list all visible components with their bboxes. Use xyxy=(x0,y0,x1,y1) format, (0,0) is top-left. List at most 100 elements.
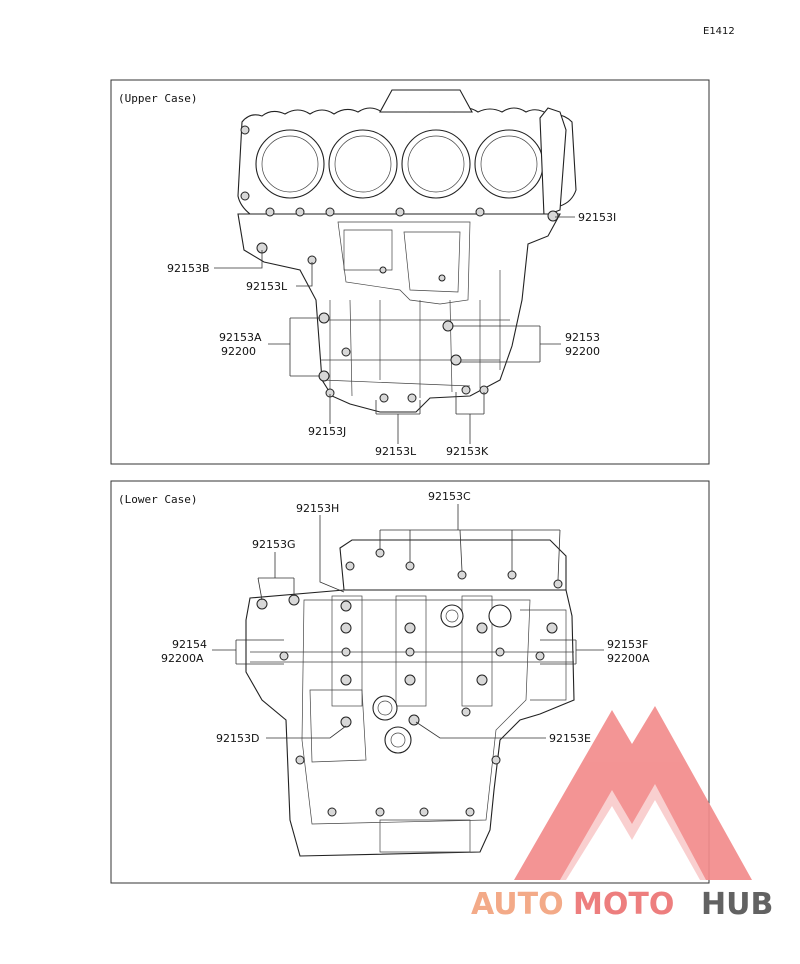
upper-case-panel: (Upper Case) xyxy=(110,79,710,465)
watermark-logo-icon xyxy=(514,706,752,880)
callout-92200-left: 92200 xyxy=(221,345,256,358)
bolt xyxy=(295,755,305,765)
bolt xyxy=(345,561,355,571)
bolt xyxy=(295,207,305,217)
bolt xyxy=(379,393,389,403)
lower-crankcase-drawing xyxy=(245,539,575,857)
lower-right-side xyxy=(520,609,567,701)
callout-92153K: 92153K xyxy=(446,445,489,458)
leader-92153G xyxy=(257,552,295,601)
bolt xyxy=(419,807,429,817)
bolt xyxy=(341,647,351,657)
lower-bottom-plate xyxy=(379,819,471,853)
watermark: AUTO MOTO HUB xyxy=(471,706,773,922)
main-boss-3 xyxy=(461,595,493,707)
bolt xyxy=(495,647,505,657)
callout-92153F: 92153F xyxy=(607,638,648,651)
bolt xyxy=(461,707,471,717)
bolt xyxy=(442,320,454,332)
lower-case-caption: (Lower Case) xyxy=(118,493,197,506)
lower-top-rail xyxy=(339,539,567,591)
bolt xyxy=(240,191,250,201)
cylinder-bore-2 xyxy=(328,129,398,199)
watermark-text-auto: AUTO xyxy=(471,887,564,922)
bolt xyxy=(379,266,387,274)
upper-case-frame xyxy=(110,79,710,465)
bolt xyxy=(438,274,446,282)
callout-92153B: 92153B xyxy=(167,262,210,275)
cylinder-bore-4-inner xyxy=(480,135,538,193)
bolt xyxy=(375,548,385,558)
bolt xyxy=(553,579,563,589)
leader-92153F-right xyxy=(540,639,604,665)
upper-cavity-right xyxy=(403,231,461,293)
watermark-text-moto: MOTO xyxy=(573,887,674,922)
lower-sump-outline xyxy=(301,599,531,825)
callout-92153H: 92153H xyxy=(296,502,339,515)
bolt xyxy=(340,674,352,686)
bolt xyxy=(279,651,289,661)
bolt xyxy=(240,125,250,135)
bolt xyxy=(408,714,420,726)
upper-cavity xyxy=(337,221,471,305)
callout-92153-right: 92153 xyxy=(565,331,600,344)
leader-92153L-b xyxy=(375,400,421,444)
callout-92153C: 92153C xyxy=(428,490,471,503)
leader-92153C xyxy=(379,504,561,581)
callout-92153L-a: 92153L xyxy=(246,280,288,293)
leader-92153H xyxy=(319,515,345,593)
bolt xyxy=(256,598,268,610)
bolt xyxy=(491,755,501,765)
oil-passage-hole xyxy=(445,609,459,623)
leader-92153E xyxy=(415,721,546,739)
bolt xyxy=(475,207,485,217)
callout-92153D: 92153D xyxy=(216,732,259,745)
leader-92153B xyxy=(214,250,263,269)
main-boss-1 xyxy=(331,595,363,707)
bolt xyxy=(404,674,416,686)
watermark-logo-highlight xyxy=(560,784,706,880)
bolt xyxy=(547,210,559,222)
callout-92153L-b: 92153L xyxy=(375,445,417,458)
oil-pump-boss xyxy=(372,695,398,721)
bolt xyxy=(340,622,352,634)
bolt xyxy=(404,622,416,634)
callout-92153E: 92153E xyxy=(549,732,591,745)
lower-case-panel: (Lower Case) xyxy=(110,480,710,884)
upper-leaders xyxy=(214,216,575,444)
callout-92200A-right: 92200A xyxy=(607,652,650,665)
callout-92153J: 92153J xyxy=(308,425,346,438)
bolt xyxy=(265,207,275,217)
cylinder-bore-4 xyxy=(474,129,544,199)
bolt xyxy=(327,807,337,817)
cylinder-bore-1-inner xyxy=(261,135,319,193)
bolt xyxy=(318,370,330,382)
lower-case-frame xyxy=(110,480,710,884)
cylinder-bore-1 xyxy=(255,129,325,199)
bolt xyxy=(450,354,462,366)
watermark-text-hub: HUB xyxy=(701,887,773,922)
cylinder-bore-3-inner xyxy=(407,135,465,193)
upper-webs xyxy=(320,319,510,387)
bolt xyxy=(405,647,415,657)
bolt xyxy=(476,622,488,634)
leader-92154-left xyxy=(212,639,284,665)
bolt xyxy=(318,312,330,324)
bolt xyxy=(457,570,467,580)
main-boss-2 xyxy=(395,595,427,707)
upper-cavity-left xyxy=(343,229,393,271)
upper-crankcase-drawing xyxy=(237,89,577,413)
bolt xyxy=(340,600,352,612)
upper-case-body xyxy=(237,213,561,413)
bolt xyxy=(465,807,475,817)
callout-92153G: 92153G xyxy=(252,538,296,551)
leader-92153K xyxy=(455,392,485,444)
bolt xyxy=(407,393,417,403)
bolt xyxy=(325,207,335,217)
bolt xyxy=(476,674,488,686)
leader-92153L-a xyxy=(296,262,313,287)
leader-92153A-left xyxy=(268,317,320,377)
bolt xyxy=(341,347,351,357)
bolt xyxy=(461,385,471,395)
bolt xyxy=(375,807,385,817)
